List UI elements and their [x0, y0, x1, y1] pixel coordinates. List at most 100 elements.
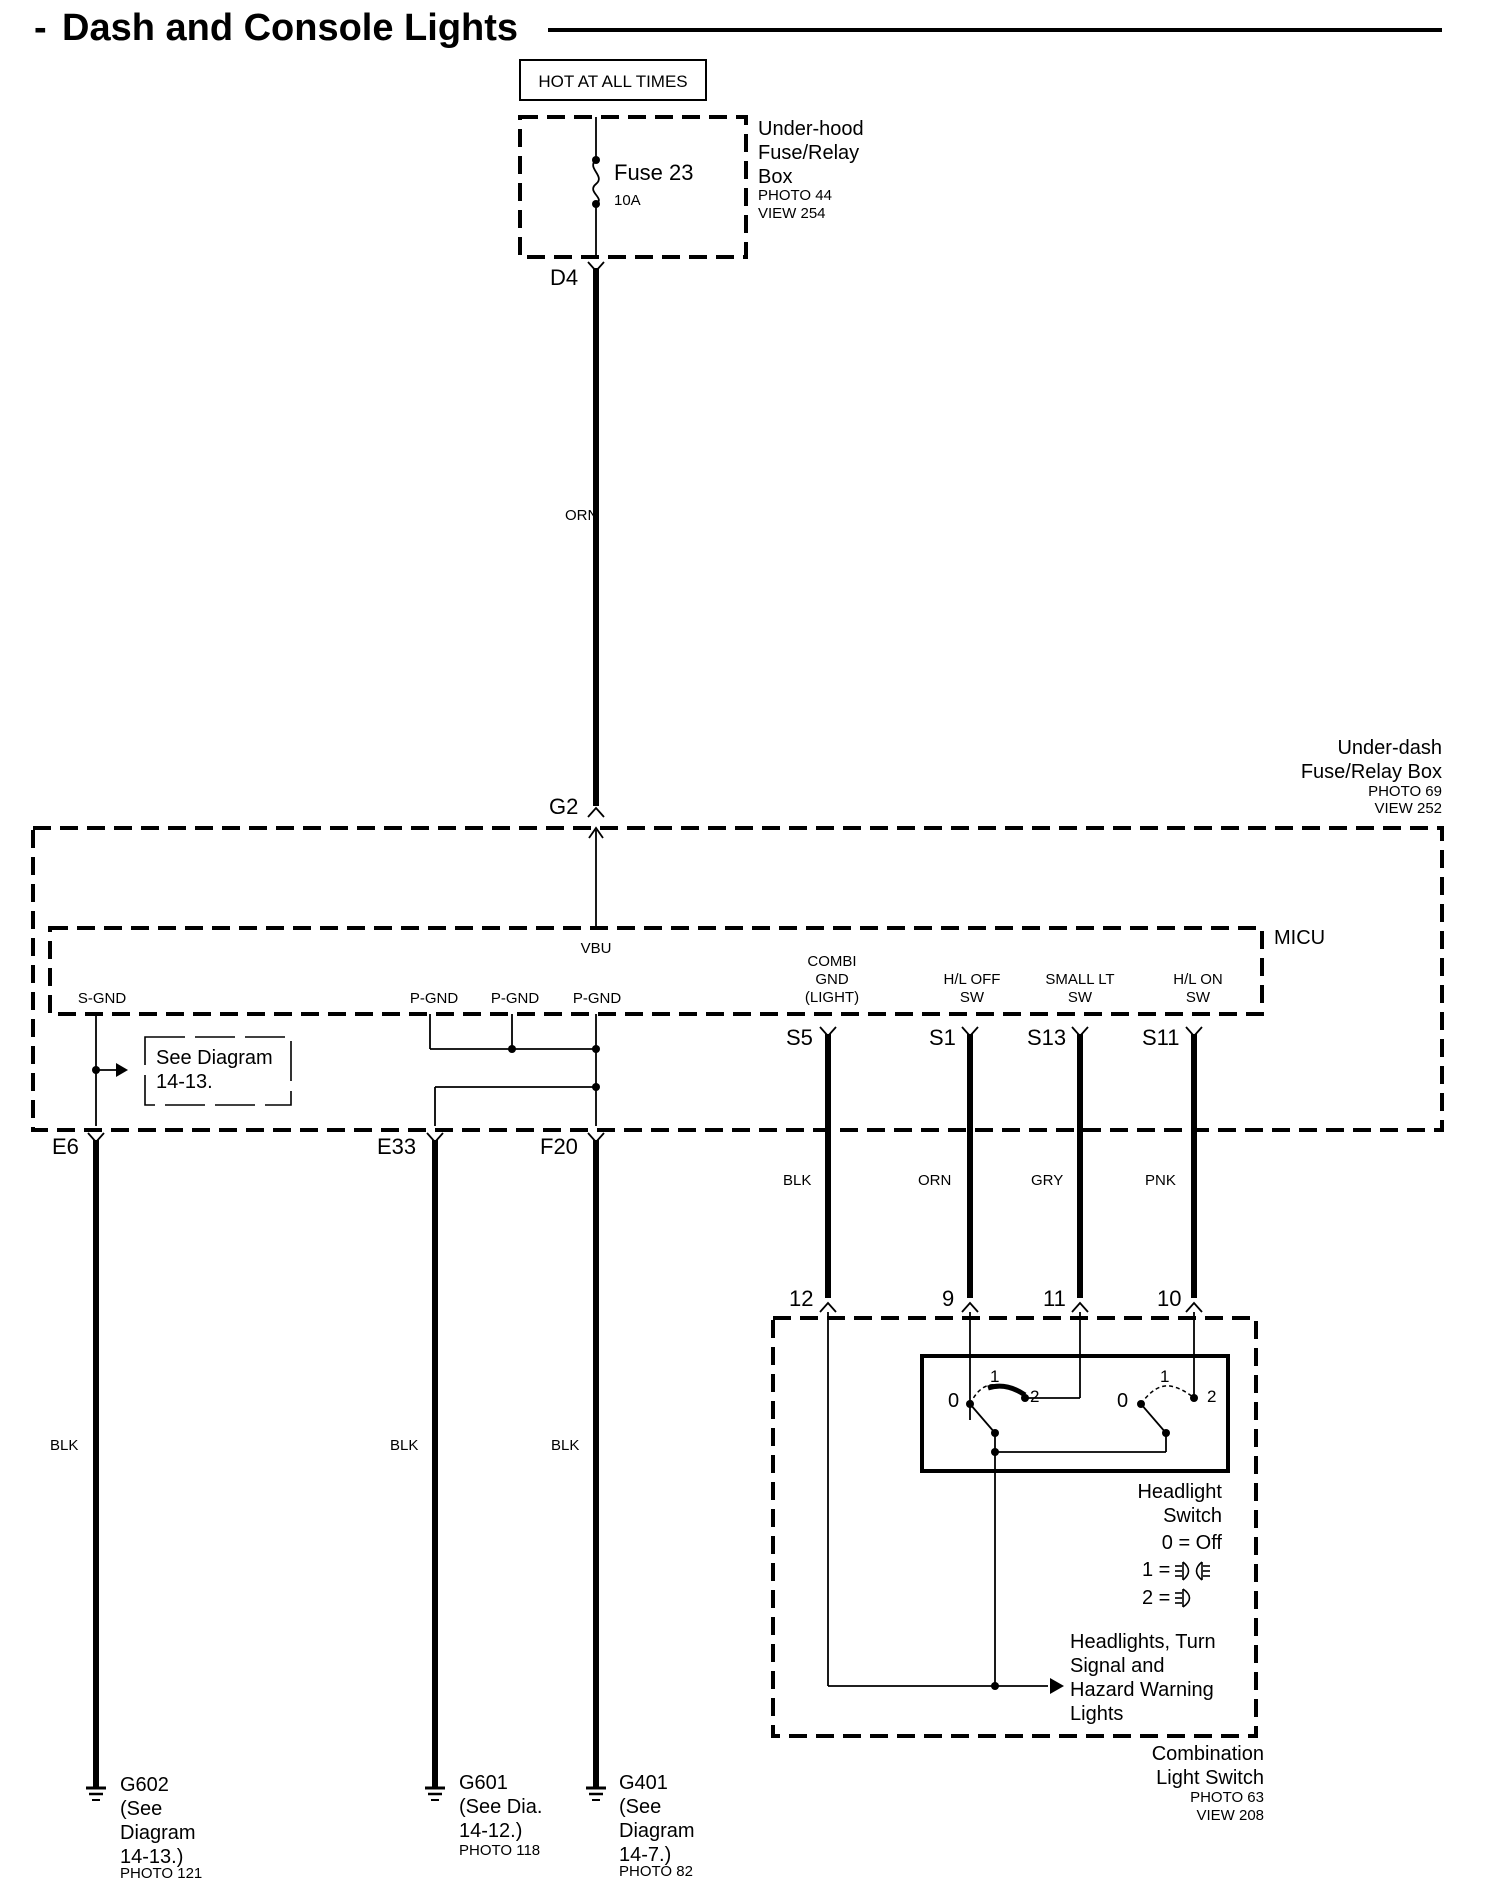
combo-switch-name-1: Combination	[1152, 1743, 1264, 1765]
see-diagram-2: 14-13.	[156, 1071, 213, 1093]
g601-line-1: (See Dia.	[459, 1796, 542, 1818]
fuse-name: Fuse 23	[614, 160, 694, 185]
underhood-box	[518, 115, 748, 259]
right-switch-dashed	[1140, 1385, 1195, 1405]
connector-9	[961, 1301, 979, 1313]
combo-switch-name-2: Light Switch	[1156, 1767, 1264, 1789]
lights-note-3: Hazard Warning	[1070, 1679, 1214, 1701]
right-switch-label-0: 0	[1117, 1390, 1128, 1412]
underhood-name-2: Fuse/Relay	[758, 142, 859, 164]
micu-combi-1: COMBI	[807, 953, 856, 970]
micu-smalllt-1: SMALL LT	[1045, 971, 1114, 988]
underhood-name-3: Box	[758, 166, 792, 188]
legend-1: 1 =	[1142, 1559, 1170, 1581]
g601-photo: PHOTO 118	[459, 1842, 540, 1859]
g401-line-2: Diagram	[619, 1820, 695, 1842]
underhood-view: VIEW 254	[758, 205, 826, 222]
g602-line-2: Diagram	[120, 1822, 196, 1844]
pgnd-junction-1	[508, 1045, 516, 1053]
see-diagram-1: See Diagram	[156, 1047, 273, 1069]
g602-name: G602	[120, 1774, 169, 1796]
connector-g2	[587, 806, 605, 818]
wire-f20-label: BLK	[551, 1437, 579, 1454]
connector-11	[1071, 1301, 1089, 1313]
wire-s5-label: BLK	[783, 1172, 811, 1189]
hot-label-box	[519, 59, 707, 101]
switch-pin-12: 12	[789, 1286, 813, 1311]
wire-s13-label: GRY	[1031, 1172, 1063, 1189]
left-switch-arc	[987, 1383, 1027, 1398]
g401-name: G401	[619, 1772, 668, 1794]
underhood-name-1: Under-hood	[758, 118, 864, 140]
micu-hlon-1: H/L ON	[1173, 971, 1222, 988]
left-switch-label-1: 1	[990, 1367, 999, 1386]
left-switch-label-0: 0	[948, 1390, 959, 1412]
g601-line-2: 14-12.)	[459, 1820, 522, 1842]
switch-pin-11: 11	[1043, 1286, 1066, 1311]
pin-d4: D4	[550, 265, 578, 290]
headlight-icon	[1175, 1588, 1191, 1608]
micu-combi-3: (LIGHT)	[805, 989, 859, 1006]
combo-switch-photo: PHOTO 63	[1190, 1789, 1264, 1806]
headlight-switch-name-1: Headlight	[1137, 1481, 1222, 1503]
micu-smalllt-2: SW	[1068, 989, 1093, 1006]
g602-line-1: (See	[120, 1798, 162, 1820]
micu-pgnd-1: P-GND	[410, 990, 459, 1007]
connector-10	[1185, 1301, 1203, 1313]
see-diagram-box	[144, 1036, 292, 1106]
right-switch-label-2: 2	[1207, 1387, 1216, 1406]
common-node	[991, 1448, 999, 1456]
headlight-switch-name-2: Switch	[1163, 1505, 1222, 1527]
g401-line-1: (See	[619, 1796, 661, 1818]
ground-symbol-g602	[86, 1786, 106, 1801]
underdash-name-2: Fuse/Relay Box	[1301, 761, 1442, 783]
switch-pin-9: 9	[942, 1286, 954, 1311]
pin-s5: S5	[786, 1025, 813, 1050]
pin-s13: S13	[1027, 1025, 1066, 1050]
right-switch-blade	[1140, 1403, 1167, 1434]
pin-e33: E33	[377, 1134, 416, 1159]
micu-vbu: VBU	[581, 940, 612, 957]
hot-label: HOT AT ALL TIMES	[538, 72, 687, 91]
wire-e6-label: BLK	[50, 1437, 78, 1454]
wire-s11-label: PNK	[1145, 1172, 1176, 1189]
left-switch-label-2: 2	[1030, 1387, 1039, 1406]
underdash-box	[31, 826, 1444, 1132]
right-switch-label-1: 1	[1160, 1367, 1169, 1386]
combo-switch-box	[771, 1316, 1258, 1738]
micu-sgnd: S-GND	[78, 990, 127, 1007]
lights-note-4: Lights	[1070, 1703, 1123, 1725]
page-title: Dash and Console Lights	[62, 7, 518, 49]
lights-note-1: Headlights, Turn	[1070, 1631, 1216, 1653]
micu-hloff-1: H/L OFF	[944, 971, 1001, 988]
left-switch-blade	[969, 1403, 996, 1434]
underdash-view: VIEW 252	[1374, 800, 1442, 817]
legend-2: 2 =	[1142, 1587, 1170, 1609]
micu-combi-2: GND	[815, 971, 849, 988]
micu-label: MICU	[1274, 927, 1325, 949]
vbu-arrow	[588, 826, 604, 839]
underhood-photo: PHOTO 44	[758, 187, 832, 204]
pin-s11: S11	[1142, 1025, 1180, 1050]
sgnd-branch-arrow	[116, 1063, 128, 1077]
micu-box	[48, 926, 1264, 1016]
g401-line-3: 14-7.)	[619, 1844, 671, 1866]
wire-s1-label: ORN	[918, 1172, 951, 1189]
lights-arrow	[1050, 1678, 1064, 1694]
micu-pgnd-2: P-GND	[491, 990, 540, 1007]
parking-light-icon	[1175, 1561, 1210, 1581]
pin-g2: G2	[549, 794, 578, 819]
g602-line-3: 14-13.)	[120, 1846, 183, 1868]
ground-symbol-g601	[425, 1786, 445, 1801]
g401-photo: PHOTO 82	[619, 1863, 693, 1880]
micu-hloff-2: SW	[960, 989, 985, 1006]
connector-12	[819, 1301, 837, 1313]
underdash-name-1: Under-dash	[1337, 737, 1442, 759]
headlight-switch-box	[920, 1354, 1230, 1473]
common-junction	[991, 1682, 999, 1690]
g602-photo: PHOTO 121	[120, 1865, 202, 1880]
underdash-photo: PHOTO 69	[1368, 783, 1442, 800]
title-dash: -	[34, 7, 47, 49]
wire-e33-label: BLK	[390, 1437, 418, 1454]
